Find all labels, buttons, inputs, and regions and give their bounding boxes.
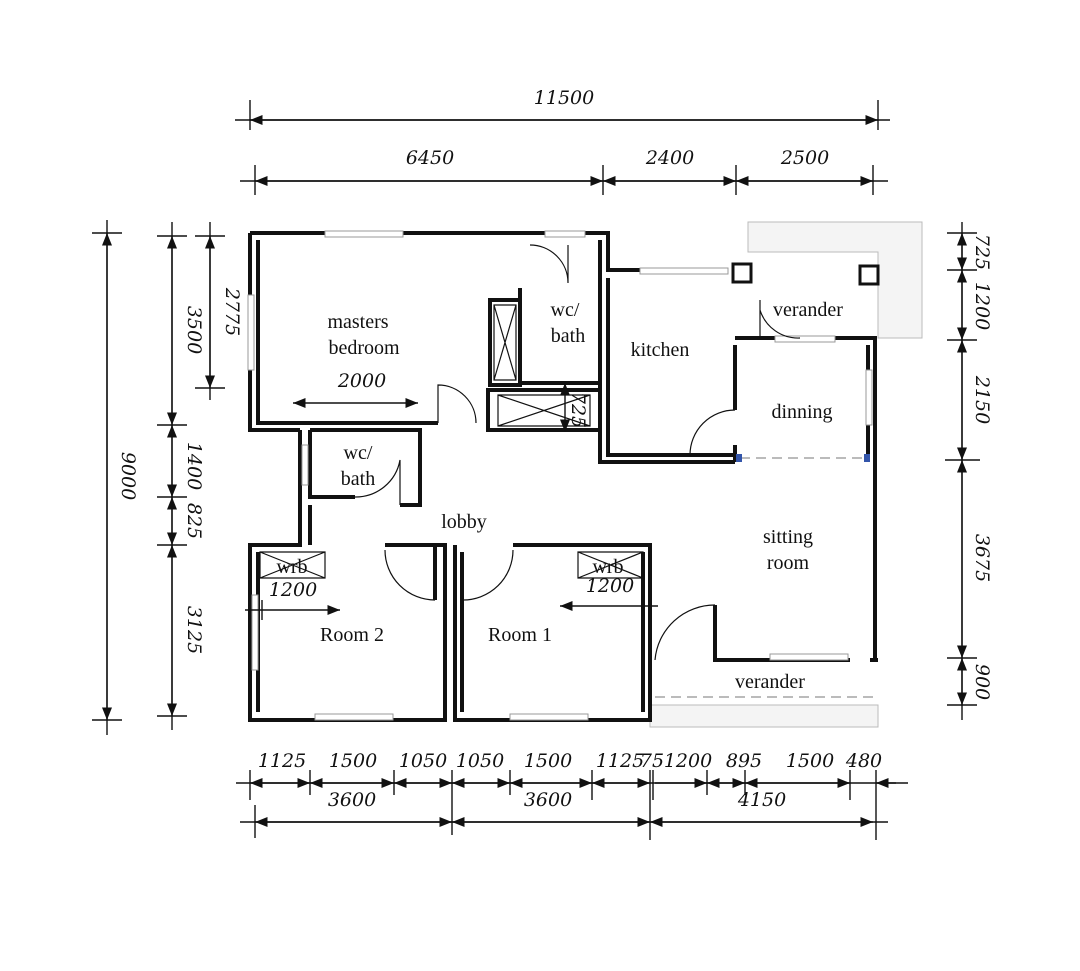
- dim-top-total: 11500: [534, 87, 594, 109]
- label-wc-bath-mid-2: bath: [341, 468, 375, 490]
- label-sitting-room: sitting: [763, 526, 813, 548]
- dim-bottom-5: 1500: [524, 750, 572, 772]
- dim-bottom-row2-3: 4150: [737, 789, 786, 811]
- label-verander-bottom: verander: [735, 671, 805, 693]
- dimension-lines: [92, 100, 980, 840]
- label-wc-bath-top-2: bath: [551, 325, 585, 347]
- dim-bottom-7: 75: [640, 750, 664, 772]
- dim-right-5: 900: [971, 664, 993, 700]
- dim-left-3: 825: [183, 503, 205, 539]
- dim-bottom-row2-2: 3600: [524, 789, 572, 811]
- dim-left-total: 9000: [117, 452, 139, 500]
- label-kitchen: kitchen: [631, 339, 690, 361]
- label-sitting-room-2: room: [767, 552, 810, 574]
- dim-right-4: 3675: [971, 534, 993, 582]
- wardrobes: [259, 304, 644, 579]
- dim-bottom-1: 1125: [258, 750, 306, 772]
- dim-right-2: 1200: [971, 282, 993, 330]
- label-masters-bedroom: masters: [327, 311, 388, 333]
- label-wc-bath-mid: wc/: [344, 442, 373, 464]
- dim-bottom-11: 480: [845, 750, 882, 772]
- dim-top-1: 6450: [406, 147, 454, 169]
- label-room-2: Room 2: [320, 624, 384, 646]
- room-labels: masters bedroom wc/ bath kitchen verande…: [276, 299, 843, 693]
- dim-shaft-725: 725: [567, 392, 589, 428]
- dim-right-3: 2150: [971, 375, 993, 424]
- dim-left-4: 3125: [183, 606, 205, 654]
- label-wrb-left: wrb: [276, 556, 307, 578]
- columns: [731, 262, 880, 462]
- dim-bottom-9: 895: [726, 750, 762, 772]
- dim-wardrobe-left: 1200: [269, 579, 317, 601]
- label-dinning: dinning: [771, 401, 832, 423]
- dim-left-1: 3500: [183, 306, 205, 354]
- dim-bottom-4: 1050: [456, 750, 504, 772]
- dim-bottom-8: 1200: [664, 750, 712, 772]
- label-verander-top: verander: [773, 299, 843, 321]
- verander-top-slab: [747, 221, 923, 339]
- dim-bottom-10: 1500: [786, 750, 834, 772]
- dim-bottom-2: 1500: [329, 750, 377, 772]
- dim-wardrobe-right: 1200: [586, 575, 634, 597]
- windows: [247, 230, 875, 721]
- walls: [248, 231, 878, 722]
- dim-left-inner: 2775: [221, 287, 243, 336]
- dim-left-2: 1400: [183, 442, 205, 490]
- label-masters-bedroom-2: bedroom: [328, 337, 400, 359]
- dim-bottom-row2-1: 3600: [328, 789, 376, 811]
- verander-bottom-slab: [649, 704, 879, 728]
- dim-bedroom-2000: 2000: [337, 370, 386, 392]
- dim-bottom-6: 1125: [596, 750, 644, 772]
- dim-right-1: 725: [971, 234, 993, 270]
- dimension-labels: 11500 6450 2400 2500 9000 3500 1400 825 …: [117, 87, 993, 811]
- label-wc-bath-top: wc/: [551, 299, 580, 321]
- dim-top-3: 2500: [780, 147, 829, 169]
- label-lobby: lobby: [441, 511, 487, 533]
- label-room-1: Room 1: [488, 624, 552, 646]
- doors: [354, 244, 801, 661]
- dim-top-2: 2400: [645, 147, 694, 169]
- label-wrb-right: wrb: [592, 556, 623, 578]
- dim-bottom-3: 1050: [399, 750, 447, 772]
